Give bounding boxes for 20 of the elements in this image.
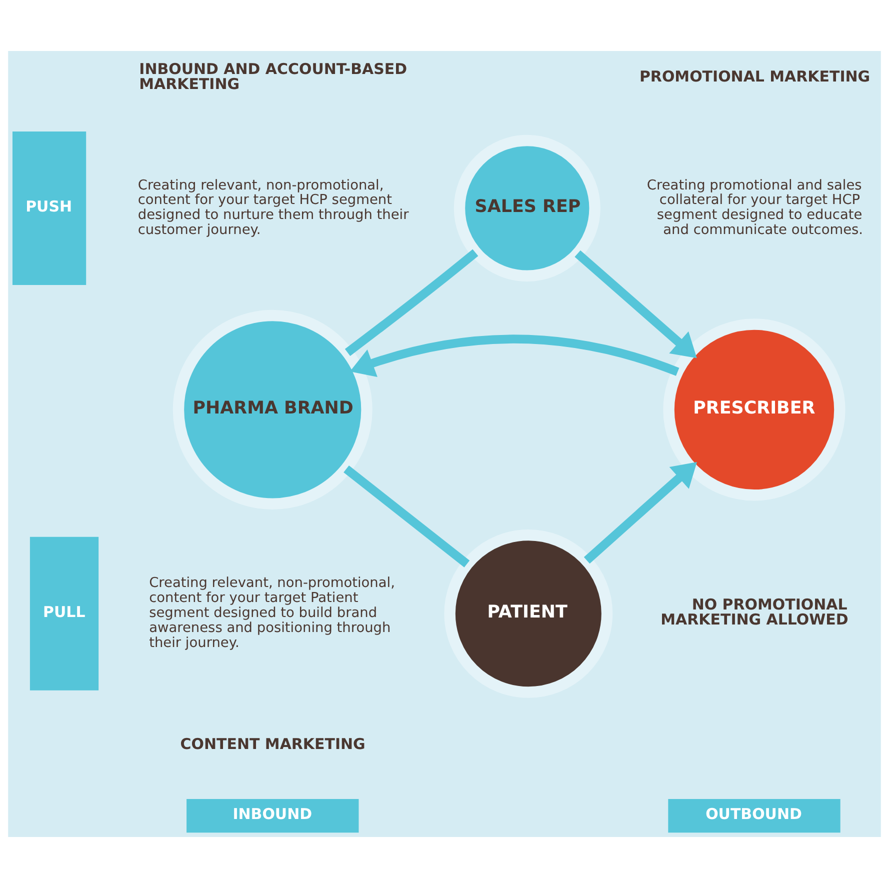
node-box: INBOUND xyxy=(186,798,359,832)
label: Creating promotional and sales collateral for your target HCP segment designed to educate and communicate outcomes. xyxy=(646,176,864,238)
node-circle: PATIENT xyxy=(444,528,613,698)
label: Creating relevant, non-promotional, content for your target Patient segment designed to build brand awareness and positioning through their journey. xyxy=(149,574,395,651)
label: Creating relevant, non-promotional, content for your target HCP segment designed to nurture them through their customer journey. xyxy=(138,176,409,238)
label: PROMOTIONAL MARKETING xyxy=(639,67,870,86)
label: NO PROMOTIONAL MARKETING ALLOWED xyxy=(660,594,848,628)
node-circle: SALES REP xyxy=(454,134,600,281)
label: CONTENT MARKETING xyxy=(180,734,366,753)
node-circle: PHARMA BRAND xyxy=(172,309,372,509)
arrow xyxy=(574,250,697,358)
node-box: PUSH xyxy=(12,130,86,284)
connector xyxy=(344,465,470,567)
node-box: PULL xyxy=(30,536,99,690)
node-box: OUTBOUND xyxy=(668,798,840,832)
node-circle: PRESCRIBER xyxy=(663,318,846,500)
label: INBOUND AND ACCOUNT-BASED MARKETING xyxy=(139,60,408,93)
arrow xyxy=(350,334,680,376)
connector xyxy=(344,248,478,356)
arrow xyxy=(584,462,697,564)
